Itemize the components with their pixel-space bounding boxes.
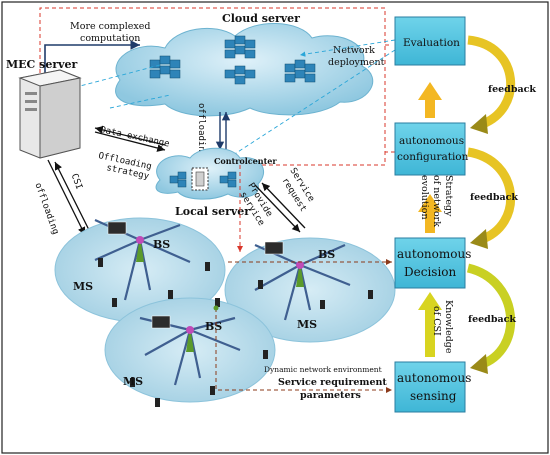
configuration-label-1: autonomous (399, 135, 464, 147)
feedback-label-3: feedback (468, 314, 516, 325)
network-deployment-label-1: Network (333, 45, 375, 56)
cloud-local-arrows: offloading (196, 103, 231, 157)
up-arrow-config-eval (418, 82, 442, 118)
decision-label-1: autonomous (397, 247, 471, 261)
local-rack-icon (169, 171, 237, 188)
mobile-station-icons (98, 258, 373, 407)
csi-label: CSI (69, 172, 84, 191)
evaluation-to-cloud-blue (209, 39, 396, 171)
mec-server-title: MEC server (6, 58, 78, 71)
cloud-offloading-label: offloading (196, 103, 206, 157)
ms-label-3: MS (123, 375, 143, 388)
service-req-label-2: parameters (300, 390, 361, 401)
mec-cloud-arrows (44, 40, 171, 109)
cloud-server: Cloud server More complexed computation … (70, 12, 385, 117)
cellular-network: BS BS BS MS MS MS (54, 217, 396, 407)
control-center-label: Controlcenter (214, 156, 277, 166)
up-arrow-sensing-decision (418, 292, 442, 357)
feedback-label-2: feedback (470, 192, 518, 203)
configuration-box (394, 122, 466, 176)
cloud-loop-red-dashed (39, 7, 392, 166)
decision-label-2: Decision (404, 265, 457, 279)
data-exchange-label: Data exchange (99, 125, 170, 149)
evaluation-label: Evaluation (403, 37, 460, 49)
up-arrow-decision-config (418, 194, 442, 233)
cloud-server-rack-icon (149, 35, 316, 85)
bs-tower-3 (139, 315, 241, 386)
ms-label-1: MS (73, 280, 93, 293)
feedback-arrow-3 (466, 263, 516, 370)
more-computation-label-2: computation (80, 33, 140, 44)
sensing-dashed-arrows (215, 259, 392, 393)
sensing-label-1: autonomous (397, 371, 471, 385)
local-server: Controlcenter Local server (155, 147, 277, 218)
sensing-junction (213, 305, 219, 311)
autonomy-loop: Evaluation autonomous configuration auto… (394, 16, 536, 413)
configuration-label-2: configuration (397, 151, 469, 163)
bs-tower-2 (254, 241, 351, 321)
dynamic-network-label: Dynamic network environment (264, 365, 382, 374)
bs-label-1: BS (153, 238, 170, 251)
mec-bs-arrows: offloading CSI (32, 159, 91, 236)
network-deployment-label-2: deployment (328, 57, 385, 68)
evaluation-box (394, 16, 466, 66)
strategy-label-1: Strategy (443, 175, 454, 217)
cloud-server-title: Cloud server (222, 12, 300, 25)
service-req-label-1: Service requirement (278, 377, 387, 388)
more-computation-label-1: More complexed (70, 21, 150, 32)
bs-label-2: BS (318, 248, 335, 261)
feedback-label-1: feedback (488, 84, 536, 95)
knowledge-label-2: of CSI (431, 306, 442, 336)
strategy-label-3: evolution (419, 175, 430, 220)
mec-server-icon (18, 69, 82, 159)
ms-label-2: MS (297, 318, 317, 331)
feedback-arrow-2 (467, 147, 516, 245)
bs-tower-1 (94, 218, 191, 301)
sensing-label-2: sensing (410, 389, 457, 403)
offloading-label-left: offloading (32, 182, 60, 236)
decision-box (394, 237, 466, 289)
knowledge-label-1: Knowledge (443, 300, 454, 354)
feedback-arrow-1 (467, 35, 516, 130)
local-server-title: Local server (175, 205, 250, 218)
cell-2 (224, 237, 396, 343)
sensing-box (394, 361, 466, 413)
bs-label-3: BS (205, 320, 222, 333)
strategy-label-2: of network (431, 175, 442, 227)
